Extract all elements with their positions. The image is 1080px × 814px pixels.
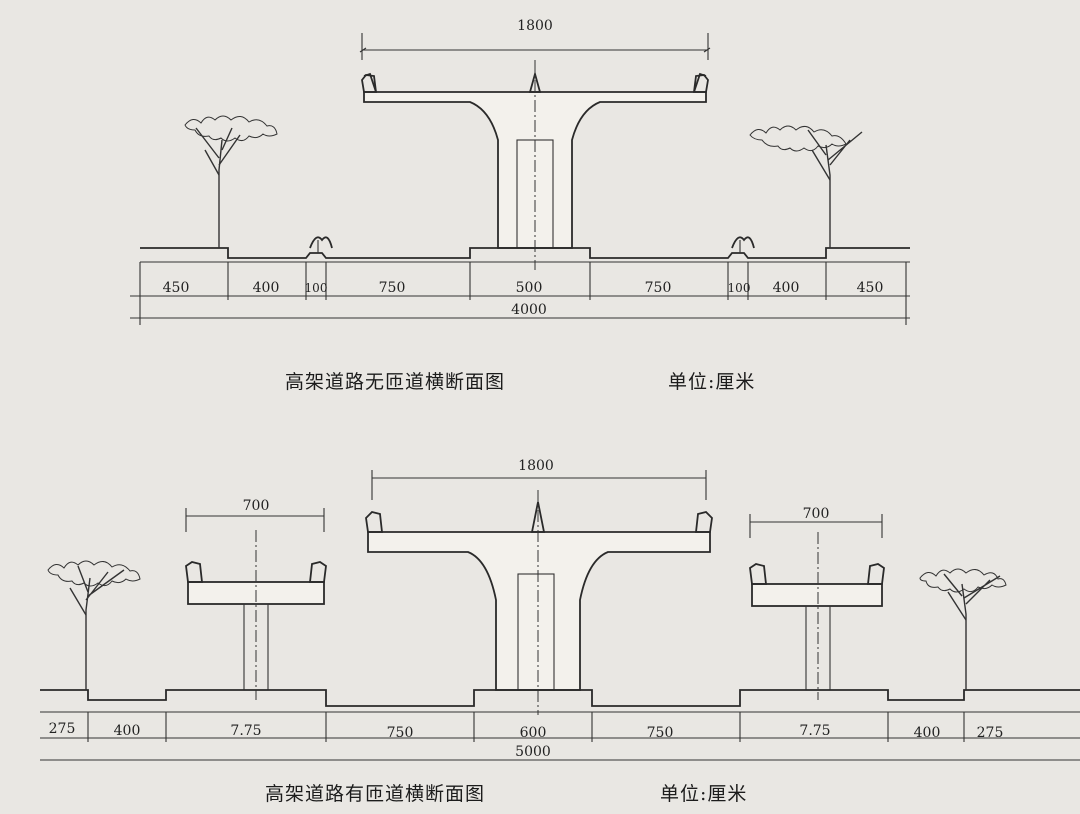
bottom-left-ramp bbox=[185, 530, 327, 700]
bottom-seg-8: 400 bbox=[914, 725, 941, 741]
bottom-seg-5: 600 bbox=[520, 725, 547, 741]
bottom-ground-profile bbox=[40, 689, 1080, 713]
bottom-seg-7: 7.75 bbox=[799, 723, 830, 739]
top-seg-5: 500 bbox=[516, 280, 543, 296]
top-seg-2: 400 bbox=[253, 280, 280, 296]
top-seg-7: 100 bbox=[728, 281, 751, 295]
bottom-deck-dimension: 1800 bbox=[371, 458, 707, 500]
top-ground-profile bbox=[140, 236, 910, 263]
top-seg-9: 450 bbox=[857, 280, 884, 296]
top-left-tree-icon bbox=[184, 115, 278, 248]
bottom-right-ramp-dimension: 700 bbox=[749, 506, 883, 538]
bottom-seg-6: 750 bbox=[647, 725, 674, 741]
top-right-tree-icon bbox=[749, 125, 863, 248]
top-seg-4: 750 bbox=[379, 280, 406, 296]
bottom-seg-2: 400 bbox=[114, 723, 141, 739]
bottom-left-ramp-width: 700 bbox=[243, 498, 270, 514]
top-caption: 高架道路无匝道横断面图 bbox=[285, 371, 505, 393]
top-segment-dimensions: 450 400 100 750 500 750 100 400 450 4000 bbox=[130, 262, 910, 325]
bottom-left-ramp-dimension: 700 bbox=[185, 498, 325, 532]
top-seg-1: 450 bbox=[163, 280, 190, 296]
bottom-seg-1: 275 bbox=[49, 721, 76, 737]
bottom-left-tree-icon bbox=[47, 560, 141, 690]
bottom-caption: 高架道路有匝道横断面图 bbox=[265, 783, 485, 805]
bottom-right-ramp-width: 700 bbox=[803, 506, 830, 522]
bottom-right-ramp bbox=[749, 532, 885, 700]
top-deck-dimension: 1800 bbox=[359, 18, 711, 60]
bottom-main-viaduct bbox=[365, 490, 713, 715]
bottom-unit-label: 单位:厘米 bbox=[660, 783, 747, 805]
top-seg-6: 750 bbox=[645, 280, 672, 296]
bottom-segment-dimensions: 275 400 7.75 750 600 750 7.75 400 275 50… bbox=[40, 712, 1080, 761]
bottom-deck-width-label: 1800 bbox=[518, 458, 554, 474]
bottom-right-tree-icon bbox=[919, 568, 1007, 690]
top-seg-3: 100 bbox=[305, 281, 328, 295]
top-total-width: 4000 bbox=[511, 302, 547, 318]
bottom-seg-9: 275 bbox=[977, 725, 1004, 741]
bottom-cross-section: 1800 700 700 bbox=[40, 458, 1080, 805]
top-unit-label: 单位:厘米 bbox=[668, 371, 755, 393]
bottom-total-width: 5000 bbox=[515, 744, 551, 760]
top-viaduct bbox=[361, 60, 709, 270]
bottom-seg-3: 7.75 bbox=[230, 723, 261, 739]
top-seg-8: 400 bbox=[773, 280, 800, 296]
top-deck-width-label: 1800 bbox=[517, 18, 553, 34]
bottom-seg-4: 750 bbox=[387, 725, 414, 741]
top-cross-section: 1800 bbox=[130, 18, 910, 393]
